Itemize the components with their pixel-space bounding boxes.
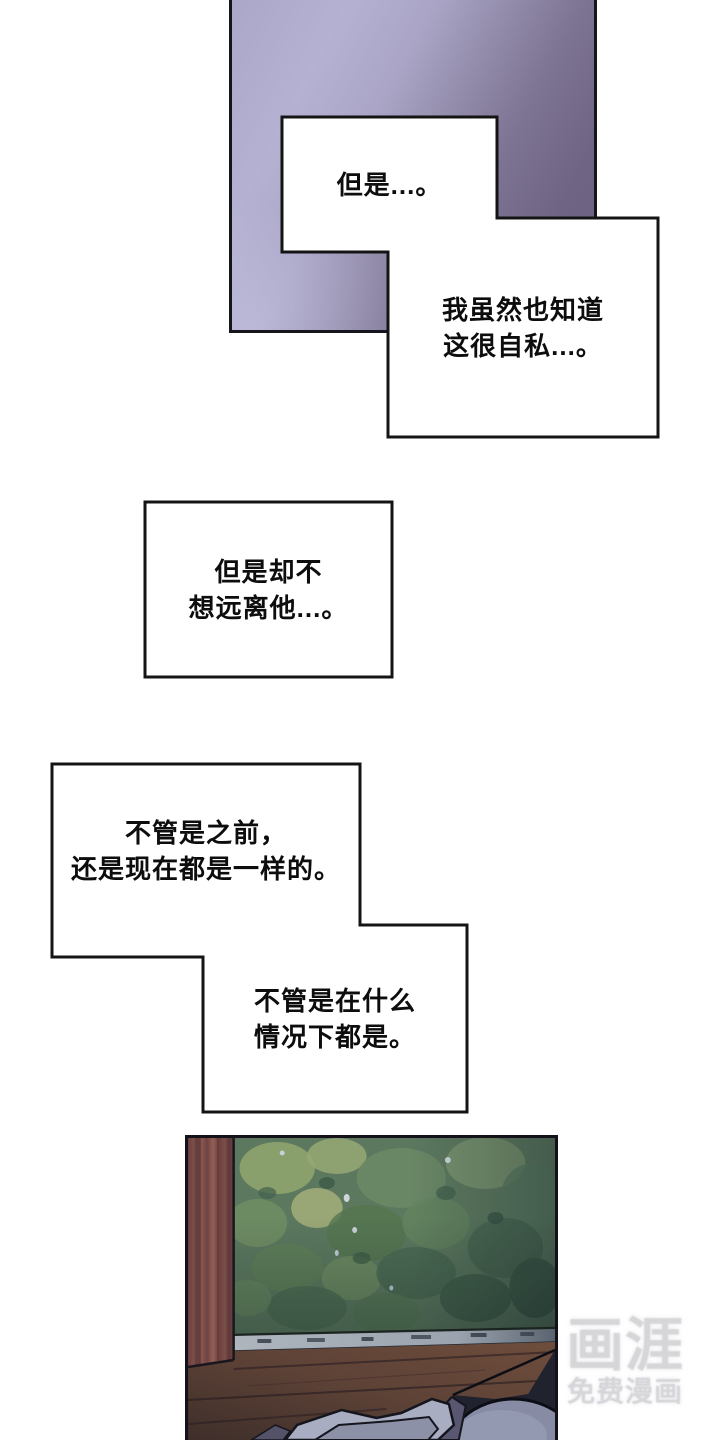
room-illustration xyxy=(188,1138,555,1440)
caption-3: 但是却不 想远离他...。 xyxy=(145,502,392,677)
bottom-artwork-panel xyxy=(185,1135,558,1440)
fabric-folds xyxy=(250,1397,456,1440)
caption-5: 不管是在什么 情况下都是。 xyxy=(203,925,467,1112)
shadow-edge-line xyxy=(452,1348,555,1397)
gray-head-shape xyxy=(445,1397,555,1440)
caption-5-line-2: 情况下都是。 xyxy=(253,1021,416,1052)
caption-3-line-1: 但是却不 xyxy=(214,556,323,587)
wood-pillar xyxy=(188,1138,235,1369)
caption-4-line-1: 不管是之前， xyxy=(124,817,287,848)
watermark-logo: 画涯 xyxy=(566,1313,685,1378)
caption-2-line-1: 我虽然也知道 xyxy=(441,294,604,325)
caption-4-line-2: 还是现在都是一样的。 xyxy=(70,853,341,884)
caption-3-line-2: 想远离他...。 xyxy=(188,592,349,623)
watermark-subtitle: 免费漫画 xyxy=(567,1376,684,1407)
green-wall xyxy=(223,1138,555,1338)
caption-5-line-1: 不管是在什么 xyxy=(253,985,416,1016)
caption-1-line-1: 但是...。 xyxy=(336,169,443,200)
baseboard xyxy=(233,1329,555,1352)
caption-2-line-2: 这很自私...。 xyxy=(443,330,603,361)
caption-2: 我虽然也知道 这很自私...。 xyxy=(388,218,658,437)
